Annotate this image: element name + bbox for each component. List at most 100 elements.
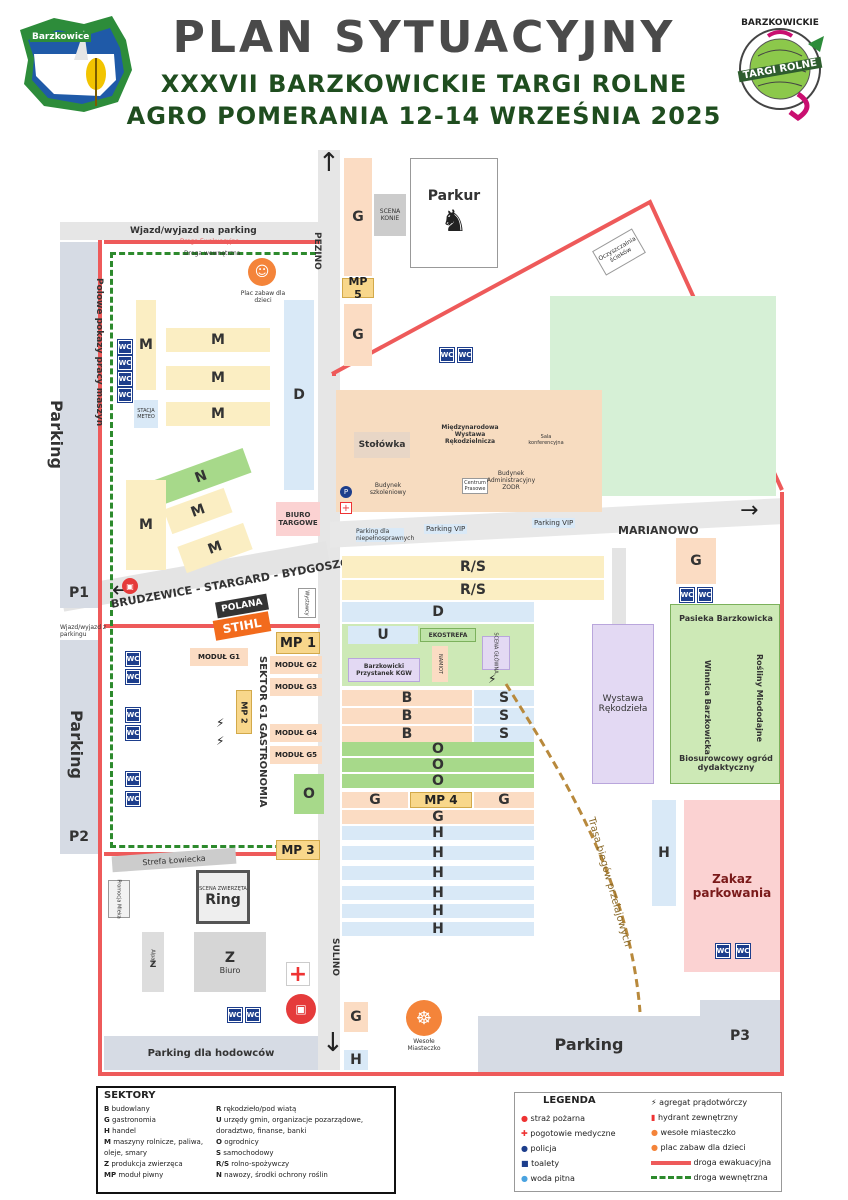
modul-g3-label: MODUŁ G3 [275,683,317,691]
legend-right-col: ⚡ agregat prądotwórczy ▮ hydrant zewnętr… [651,1095,781,1185]
alpaca-pen: Alpaki Z [142,932,164,992]
sector-h-2: H [342,845,534,861]
sector-m-label: M [211,332,225,348]
sector-o-1: O [342,741,534,757]
main-stage-label: SCENA GŁÓWNA [493,632,499,674]
legend-row: M maszyny rolnicze, paliwa, oleje, smary [104,1137,214,1159]
arrow-down-icon: ↓ [322,1028,344,1058]
honey-plants-label: Rośliny Miododajne [755,654,764,743]
generator-icon: ⚡ [488,672,497,686]
road-pezino [318,150,340,1070]
sector-h-label: H [432,885,444,901]
parking-left-bottom [60,640,98,854]
sector-h-1: H [342,825,534,841]
sector-h-label: H [432,825,444,841]
stihl-label: STIHL [221,615,263,637]
sector-g-label: G [350,1009,362,1025]
breeders-parking-label: Parking dla hodowców [147,1047,275,1059]
parking-left-top [60,242,98,608]
legend-value: droga wewnętrzna [693,1173,768,1182]
road-label-marianowo: MARIANOWO [618,524,699,537]
sector-o-label: O [432,773,444,789]
wc-icon: WC [227,1007,243,1023]
sector-m-label: M [139,517,153,533]
sector-m-label: M [188,501,208,521]
sector-h-label: H [432,865,444,881]
legend-row: H handel [104,1126,214,1137]
sector-m-label: M [205,538,225,558]
modul-g2-label: MODUŁ G2 [275,661,317,669]
sector-o-label: O [303,786,315,802]
sector-g-n1: G [344,158,372,276]
milk-promo: Promocja Mleka [108,879,130,919]
legend-value: samochodowy [223,1149,274,1157]
stage-horses-label: SCENA KONIE [379,208,401,222]
wc-icon: WC [125,791,141,807]
exhibition-label: Międzynarodowa Wystawa Rękodzielnicza [441,424,499,445]
breeders-parking: Parking dla hodowców [104,1036,318,1070]
ring: SCENA ZWIERZĘTA Ring [196,870,250,924]
sector-h-label: H [432,921,444,937]
sector-m-label: M [211,370,225,386]
logo-label: Barzkowice [30,32,92,42]
wc-icon: WC [679,587,695,603]
first-aid-icon: ✚ [521,1129,528,1138]
legend-value: moduł piwny [118,1171,164,1179]
legend-key: U [216,1116,222,1124]
path-strip [612,548,626,624]
legend-key: B [104,1105,110,1113]
event-name: XXXVII BARZKOWICKIE TARGI ROLNE [160,70,688,98]
modul-g5: MODUŁ G5 [270,746,322,764]
legend-row: B budowlany [104,1104,214,1115]
first-aid-icon: + [340,502,352,514]
legend-row: MP moduł piwny [104,1170,214,1181]
internal-road-2 [110,620,318,848]
mp5: MP 5 [342,275,374,301]
generator-icon: ⚡ [216,734,225,748]
mp4: MP 4 [410,792,472,808]
evac-route-top [104,240,320,244]
alpaca-label: Alpaki [150,949,156,965]
wc-icon: WC [125,771,141,787]
legend-value: maszyny rolnicze, paliwa, oleje, smary [104,1138,204,1157]
apiary-zone [670,604,780,784]
funfair-icon: ● [651,1128,658,1137]
running-route [504,683,642,1013]
targi-logo: BARZKOWICKIE TARGI ROLNE [728,14,832,124]
sector-g-c3: G [342,809,534,825]
parkur: Parkur ♞ [410,158,498,268]
craft-exhibition: Wystawa Rękodzieła [592,624,654,784]
legend-row: ▮ hydrant zewnętrzny [651,1110,781,1125]
tent-label: NAMIOT [437,654,444,674]
legend-value: handel [112,1127,136,1135]
road-label-sulino: SULINO [330,938,340,977]
legend-key: O [216,1138,222,1146]
fair-office-label: BIURO TARGOWE [278,511,318,527]
sector-z-label: Z [149,960,157,970]
wc-icon: WC [117,355,133,371]
parking-vip-2: Parking VIP [532,518,576,528]
legend-key: N [216,1171,222,1179]
road-label-wjazd-parking: Wjazd/wyjazd z parkingu [60,624,107,638]
p3-label: P3 [729,1028,750,1044]
sector-z-main: Z Biuro [194,932,266,992]
modul-g5-label: MODUŁ G5 [275,751,317,759]
legend-key: Z [104,1160,110,1168]
parkur-label: Parkur [427,187,481,204]
legend-key: R/S [216,1160,229,1168]
modul-g4-label: MODUŁ G4 [275,729,317,737]
legend-row: ■ toalety [521,1156,647,1171]
evac-route-right [780,492,784,1076]
modul-g3: MODUŁ G3 [270,678,322,696]
hydrant-icon: ▮ [651,1113,656,1122]
sector-m-1: M [136,300,156,390]
parking-p2: P2 [60,820,98,854]
sector-s-label: S [498,690,510,706]
legend-value: plac zabaw dla dzieci [660,1143,746,1152]
legend-value: ogrodnicy [224,1138,259,1146]
sector-o-3: O [342,773,534,789]
sector-rs-label: R/S [460,559,486,575]
apiary-label: Pasieka Barzkowicka [679,614,773,623]
ring-label: Ring [205,892,241,908]
legend-row: O ogrodnicy [216,1137,394,1148]
